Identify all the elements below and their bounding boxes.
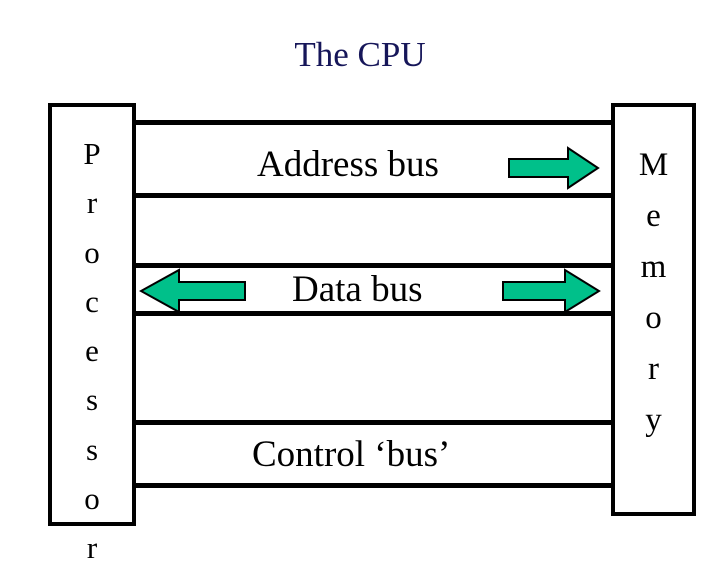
memory-letter: e <box>646 198 661 234</box>
processor-letter: s <box>85 431 99 467</box>
control-bus-label: Control ‘bus’ <box>252 434 451 475</box>
processor-letter: o <box>84 481 100 517</box>
memory-letter: o <box>645 300 662 336</box>
arrow-right-icon <box>508 146 600 190</box>
address-bus-label: Address bus <box>257 144 439 185</box>
memory-letter: y <box>645 402 662 438</box>
bus-line <box>133 420 613 425</box>
processor-letter: P <box>83 136 101 171</box>
processor-letter: s <box>85 382 99 418</box>
data-bus-label: Data bus <box>292 269 423 310</box>
address-bus-arrow-right <box>508 146 600 195</box>
bus-line <box>133 120 613 125</box>
data-bus-arrow-right <box>501 268 601 319</box>
memory-letter: r <box>648 351 659 387</box>
memory-box: M e m o r y <box>611 103 696 516</box>
page-title: The CPU <box>294 35 426 74</box>
data-bus-arrow-left <box>138 268 247 319</box>
processor-letter: c <box>85 283 99 319</box>
processor-letter: o <box>84 234 100 270</box>
slide-canvas: The CPU P r o c e s s o r M e m o r y Ad… <box>48 35 696 566</box>
processor-letter: r <box>86 185 98 221</box>
memory-label-vertical: M e m o r y <box>615 140 692 446</box>
bus-line <box>133 193 613 198</box>
processor-letter: r <box>86 530 98 566</box>
processor-letter: e <box>85 333 99 369</box>
bus-line <box>133 311 613 316</box>
memory-letter: M <box>638 147 669 183</box>
bus-line <box>133 483 613 488</box>
processor-label-vertical: P r o c e s s o r <box>52 129 132 573</box>
arrow-right-icon <box>502 268 601 314</box>
processor-box: P r o c e s s o r <box>48 103 136 565</box>
memory-letter: m <box>640 249 667 285</box>
bus-line <box>133 263 613 268</box>
arrow-left-icon <box>138 268 246 314</box>
